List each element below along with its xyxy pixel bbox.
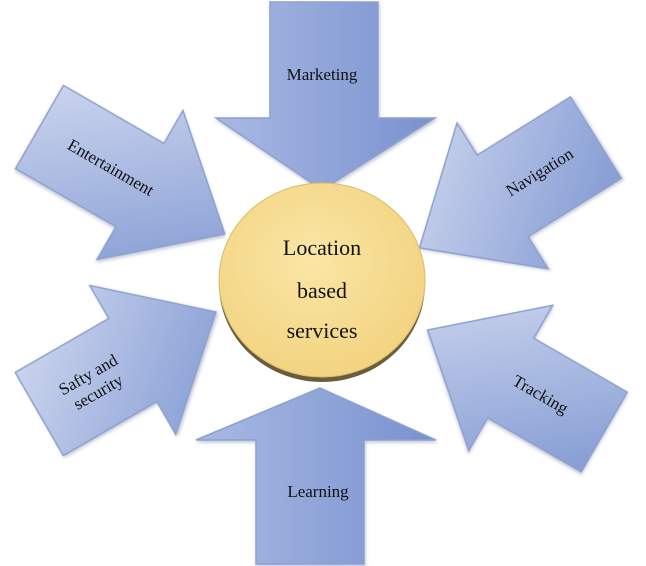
- arrow-learning-label: Learning: [287, 482, 349, 501]
- center-circle: [218, 182, 426, 378]
- center-node: Location based services: [218, 182, 426, 382]
- arrow-safety-shape: [14, 284, 217, 457]
- arrow-safety: Safty and security: [14, 284, 217, 457]
- arrow-entertainment-shape: [14, 84, 226, 261]
- arrow-navigation: Navigation: [418, 95, 623, 270]
- center-label-line1: Location: [283, 235, 361, 260]
- arrow-marketing: Marketing: [213, 1, 438, 191]
- arrow-marketing-label: Marketing: [287, 65, 358, 84]
- arrow-marketing-shape: [213, 1, 438, 191]
- arrow-navigation-shape: [418, 95, 623, 270]
- arrow-tracking: Tracking: [426, 304, 629, 473]
- arrow-learning: Learning: [195, 387, 437, 565]
- center-label-line3: services: [287, 318, 358, 343]
- arrow-entertainment: Entertainment: [14, 84, 226, 261]
- center-label-line2: based: [297, 278, 347, 303]
- arrow-learning-shape: [195, 387, 437, 565]
- arrow-tracking-shape: [426, 304, 629, 473]
